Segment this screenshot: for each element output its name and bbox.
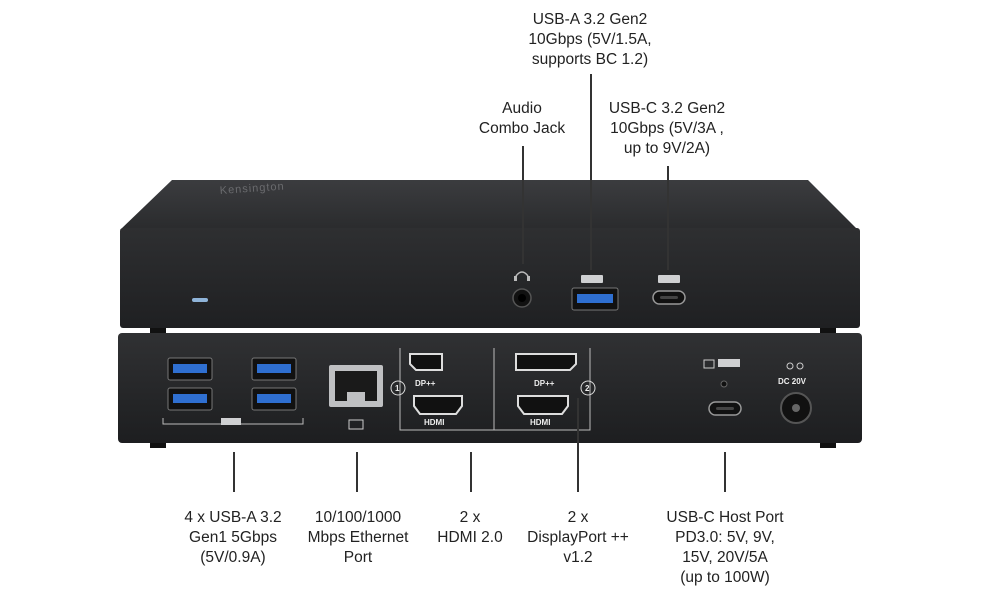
leader-displayport bbox=[577, 398, 579, 492]
svg-text:HDMI: HDMI bbox=[424, 418, 444, 427]
usb-c-front-port bbox=[652, 275, 686, 305]
callout-usb-c-host: USB-C Host Port PD3.0: 5V, 9V, 15V, 20V/… bbox=[666, 509, 784, 586]
leader-hdmi bbox=[470, 452, 472, 492]
svg-text:HDMI: HDMI bbox=[530, 418, 550, 427]
svg-text:DP++: DP++ bbox=[534, 379, 555, 388]
usb-c-host-port bbox=[703, 359, 742, 416]
displayport-2: DP++ bbox=[515, 353, 577, 388]
callout-displayport: 2 x DisplayPort ++ v1.2 bbox=[527, 509, 629, 566]
lower-unit: DP++ HDMI 1 DP++ HDMI 2 bbox=[118, 333, 862, 448]
power-led bbox=[192, 298, 208, 302]
hdmi-2: HDMI bbox=[517, 395, 569, 427]
leader-audio bbox=[522, 146, 524, 264]
leader-ethernet bbox=[356, 452, 358, 492]
brand-logo: Kensington bbox=[219, 180, 285, 197]
upper-unit: Kensington bbox=[120, 180, 860, 333]
displayport-1: DP++ bbox=[409, 353, 443, 388]
callout-usb-c-top: USB-C 3.2 Gen2 10Gbps (5V/3A , up to 9V/… bbox=[608, 100, 726, 157]
callout-audio: Audio Combo Jack bbox=[478, 100, 566, 137]
callout-hdmi: 2 x HDMI 2.0 bbox=[437, 509, 503, 546]
callout-ethernet: 10/100/1000 Mbps Ethernet Port bbox=[307, 509, 409, 566]
audio-jack bbox=[512, 271, 532, 308]
usb-a-front-port bbox=[571, 275, 619, 311]
leader-usb-c-top bbox=[667, 166, 669, 270]
callout-usb-a-top: USB-A 3.2 Gen2 10Gbps (5V/1.5A, supports… bbox=[528, 11, 652, 68]
leader-usb-a-top bbox=[590, 74, 592, 270]
svg-text:DP++: DP++ bbox=[415, 379, 436, 388]
svg-text:2: 2 bbox=[585, 384, 590, 393]
svg-text:DC 20V: DC 20V bbox=[778, 377, 807, 386]
usb-a-rear-ports bbox=[162, 357, 304, 425]
leader-usb-a-rear bbox=[233, 452, 235, 492]
dc-power-jack: DC 20V bbox=[778, 362, 812, 424]
ethernet-port bbox=[329, 365, 383, 430]
hdmi-1: HDMI bbox=[413, 395, 463, 427]
callout-usb-a-rear: 4 x USB-A 3.2 Gen1 5Gbps (5V/0.9A) bbox=[184, 509, 282, 566]
svg-text:1: 1 bbox=[395, 384, 400, 393]
leader-usb-c-host bbox=[724, 452, 726, 492]
